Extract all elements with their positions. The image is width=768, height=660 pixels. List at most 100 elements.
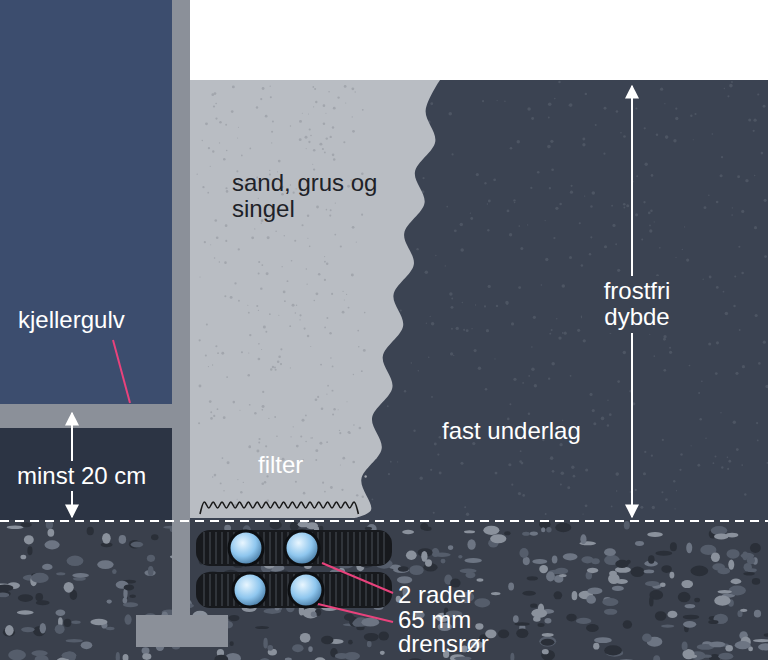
soil-grain: [680, 453, 683, 456]
sand-grain: [332, 414, 334, 416]
soil-grain: [534, 384, 537, 387]
gravel-stone: [532, 559, 547, 564]
gravel-stone: [701, 655, 712, 658]
pipe-rib: [227, 574, 229, 606]
gravel-stone: [267, 645, 273, 651]
soil-grain: [537, 171, 540, 174]
sand-grain: [329, 332, 331, 334]
soil-grain: [422, 177, 424, 179]
soil-grain: [732, 207, 733, 208]
footing: [136, 615, 228, 647]
pipe-end: [285, 531, 319, 565]
soil-grain: [589, 253, 592, 256]
soil-grain: [474, 349, 477, 352]
sand-grain: [312, 437, 313, 438]
gravel-stone: [593, 643, 599, 650]
sand-grain: [283, 291, 286, 294]
sand-grain: [296, 445, 299, 448]
gravel-stone: [709, 641, 725, 647]
soil-grain: [590, 236, 592, 238]
sand-grain: [237, 479, 238, 480]
gravel-stone: [344, 614, 354, 621]
sand-grain: [270, 96, 272, 98]
gravel-stone: [541, 650, 555, 660]
sand-grain: [224, 295, 226, 297]
soil-grain: [514, 202, 516, 204]
soil-grain: [699, 418, 702, 421]
soil-grain: [388, 473, 390, 475]
gravel-stone: [587, 568, 598, 573]
gravel-stone: [259, 658, 271, 660]
soil-grain: [733, 305, 735, 307]
sand-grain: [361, 214, 363, 216]
soil-grain: [560, 484, 562, 486]
gravel-stone: [688, 654, 697, 658]
gravel-stone: [660, 583, 666, 587]
sand-grain: [320, 364, 322, 366]
soil-grain: [518, 286, 521, 289]
soil-grain: [739, 329, 741, 331]
sand-grain: [272, 366, 274, 368]
sand-grain: [324, 152, 326, 154]
soil-grain: [460, 223, 464, 227]
gravel-stone: [142, 647, 150, 654]
soil-grain: [609, 413, 612, 416]
sand-grain: [357, 330, 359, 332]
sand-grain: [290, 125, 291, 126]
gravel-stone: [17, 610, 34, 615]
pipe-rib: [335, 574, 337, 606]
gravel-stone: [18, 594, 33, 602]
sand-grain: [331, 293, 333, 295]
soil-grain: [448, 112, 452, 116]
gravel-stone: [335, 653, 349, 659]
gravel-stone: [148, 566, 154, 576]
soil-grain: [684, 226, 685, 227]
soil-grain: [607, 400, 608, 401]
soil-grain: [636, 175, 638, 177]
gravel-stone: [123, 654, 129, 660]
sand-grain: [302, 419, 305, 422]
gravel-stone: [364, 633, 379, 641]
gravel-stone: [649, 596, 653, 606]
gravel-stone: [523, 557, 530, 565]
sand-grain: [313, 106, 314, 107]
soil-grain: [571, 466, 574, 469]
soil-grain: [617, 269, 620, 272]
soil-grain: [758, 362, 761, 365]
sand-grain: [356, 242, 357, 243]
sand-grain: [326, 441, 328, 443]
soil-grain: [649, 225, 651, 227]
gravel-stone: [285, 657, 292, 660]
sand-grain: [269, 313, 271, 315]
soil-grain: [527, 224, 528, 225]
sand-grain: [317, 396, 319, 398]
soil-grain: [607, 424, 609, 426]
soil-grain: [528, 412, 530, 414]
soil-grain: [548, 102, 552, 106]
soil-grain: [754, 175, 755, 176]
sand-grain: [363, 349, 366, 352]
soil-grain: [612, 224, 615, 227]
soil-grain: [745, 179, 748, 182]
sand-grain: [293, 426, 294, 427]
soil-grain: [721, 466, 723, 468]
gravel-stone: [541, 639, 555, 646]
gravel-stone: [474, 598, 490, 607]
soil-grain: [593, 422, 596, 425]
gravel-stone: [477, 578, 484, 581]
soil-grain: [466, 513, 469, 516]
soil-grain: [518, 492, 521, 495]
soil-grain: [656, 134, 659, 137]
soil-grain: [463, 329, 465, 331]
pipe-end: [233, 573, 267, 607]
soil-grain: [531, 367, 535, 371]
soil-grain: [451, 298, 453, 300]
gravel-stone: [467, 539, 475, 549]
soil-grain: [569, 103, 573, 107]
soil-grain: [487, 229, 489, 231]
pipe-rib: [341, 574, 343, 606]
sand-grain: [260, 287, 262, 289]
soil-grain: [550, 140, 553, 143]
gravel-stone: [0, 590, 11, 597]
sand-grain: [310, 437, 311, 438]
